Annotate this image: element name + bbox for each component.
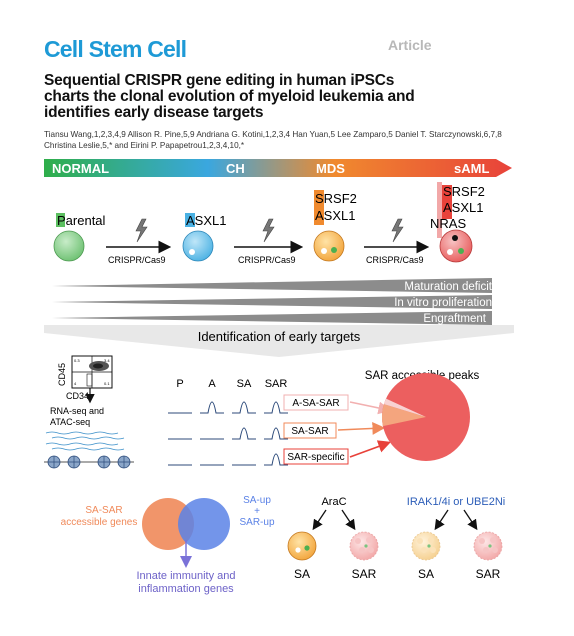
venn-left-label: accessible genes xyxy=(61,517,138,528)
facs-quadrant: 0.1 xyxy=(104,381,110,386)
lightning-icon xyxy=(391,218,404,243)
peak-column-label: SA xyxy=(237,378,252,390)
assay-label: RNA-seq and xyxy=(50,406,104,416)
peak-group-arrow xyxy=(349,401,392,415)
outcome-label: inflammation genes xyxy=(138,583,234,595)
drug-label-irak: IRAK1/4i or UBE2Ni xyxy=(407,496,505,508)
venn-left-label: SA-SAR xyxy=(85,505,122,516)
genotype-saml-1: SRSF2 xyxy=(443,184,485,199)
phenotype-label: In vitro proliferation xyxy=(394,297,492,309)
peak-group-arrow xyxy=(337,422,386,435)
stage-gradient-arrow xyxy=(44,159,512,177)
peak-group-label: A-SA-SAR xyxy=(292,398,339,409)
peak-tracks xyxy=(168,401,288,466)
cell-nucleus xyxy=(331,247,337,253)
cell-nucleus xyxy=(452,235,458,241)
cell-parental xyxy=(53,230,85,262)
phenotype-label: Engraftment xyxy=(423,313,486,325)
drug-label-arac: AraC xyxy=(321,496,346,508)
genotype-highlight-parental xyxy=(56,213,65,227)
treatment-arrow xyxy=(312,509,327,531)
genotype-mds-1: SRSF2 xyxy=(315,191,357,206)
venn-right-label: SA-up xyxy=(243,495,271,506)
treated-cell-sa-pale xyxy=(411,531,441,561)
peak-group-label: SAR-specific xyxy=(287,452,344,463)
peak-group-label: SA-SAR xyxy=(291,426,328,437)
treated-cell-sa xyxy=(287,531,317,561)
outcome-label: Innate immunity and xyxy=(136,570,235,582)
peak-column-label: P xyxy=(176,378,183,390)
facs-ylabel: CD45 xyxy=(57,363,67,386)
treated-cell-sar-pale xyxy=(473,531,503,561)
venn-circle-sa-sar xyxy=(142,498,194,550)
genotype-highlight-saml xyxy=(442,185,452,219)
genotype-parental: Parental xyxy=(57,213,106,228)
peak-column-label: A xyxy=(208,378,216,390)
stage-label-normal: NORMAL xyxy=(52,161,109,176)
editing-label: CRISPR/Cas9 xyxy=(108,255,166,265)
peak-column-label: SAR xyxy=(265,378,288,390)
genotype-ch: ASXL1 xyxy=(186,213,226,228)
assay-label: ATAC-seq xyxy=(50,417,90,427)
genotype-highlight-mds xyxy=(314,190,324,225)
facs-xlabel: CD34 xyxy=(66,391,89,401)
peak-group-box xyxy=(283,448,349,465)
cell-mds xyxy=(313,230,345,262)
pie-slice-a-sa-sar xyxy=(384,398,426,417)
treated-cell-label: SA xyxy=(418,567,434,581)
genotype-highlight-ch xyxy=(185,213,195,227)
phenotype-wedge-maturation xyxy=(52,278,492,293)
genotype-mds-2: ASXL1 xyxy=(315,208,355,223)
journal-name: Cell Stem Cell xyxy=(44,36,187,62)
peak-group-box xyxy=(283,422,337,439)
venn-right-label: SAR-up xyxy=(239,517,274,528)
cell-ch xyxy=(182,230,214,262)
title-line: charts the clonal evolution of myeloid l… xyxy=(44,88,415,105)
lightning-icon xyxy=(262,218,275,243)
pie-slice-sa-sar xyxy=(381,404,426,427)
cell-nucleus xyxy=(321,248,327,254)
article-type-badge: Article xyxy=(388,37,432,53)
title-line: identifies early disease targets xyxy=(44,104,264,121)
targets-title: Identification of early targets xyxy=(198,329,361,344)
sequencing-reads xyxy=(45,431,125,451)
treatment-arrow xyxy=(434,509,449,531)
cell-nucleus xyxy=(458,248,464,254)
treated-cell-label: SA xyxy=(294,567,310,581)
treated-cell-sar xyxy=(349,531,379,561)
stage-label-ch: CH xyxy=(226,161,245,176)
cell-saml xyxy=(439,229,473,263)
cell-nucleus xyxy=(189,249,195,255)
phenotype-wedge-engraftment xyxy=(52,311,492,325)
peak-group-arrow xyxy=(349,440,392,458)
venn-right-label: + xyxy=(254,506,260,517)
facs-quadrant: 3.4 xyxy=(104,358,110,363)
author-line: Christina Leslie,5,* and Eirini P. Papap… xyxy=(44,141,245,150)
facs-quadrant: 0.3 xyxy=(74,358,80,363)
phenotype-label: Maturation deficit xyxy=(404,281,492,293)
title-line: Sequential CRISPR gene editing in human … xyxy=(44,72,395,89)
facs-quadrant: 4 xyxy=(74,381,77,386)
treatment-arrow xyxy=(463,509,478,531)
author-line: Tiansu Wang,1,2,3,4,9 Allison R. Pine,5,… xyxy=(44,130,502,139)
treated-cell-label: SAR xyxy=(352,567,377,581)
stage-label-mds: MDS xyxy=(316,161,345,176)
genotype-bar-saml xyxy=(437,182,442,238)
treatment-arrow xyxy=(341,509,356,531)
treated-cell-label: SAR xyxy=(476,567,501,581)
editing-label: CRISPR/Cas9 xyxy=(238,255,296,265)
targets-chevron xyxy=(44,325,514,357)
cell-nucleus xyxy=(447,249,453,255)
article-title: Sequential CRISPR gene editing in human … xyxy=(44,73,514,121)
peak-group-box xyxy=(283,394,349,411)
editing-label: CRISPR/Cas9 xyxy=(366,255,424,265)
graphical-abstract: NORMAL CH MDS sAML Parental ASXL1 SRSF2 … xyxy=(44,159,514,595)
genotype-saml-3: NRAS xyxy=(430,216,466,231)
stage-label-saml: sAML xyxy=(454,161,489,176)
venn-circle-up xyxy=(178,498,230,550)
lightning-icon xyxy=(135,218,148,243)
phenotype-wedge-proliferation xyxy=(52,295,492,309)
genotype-saml-2: ASXL1 xyxy=(443,200,483,215)
author-list: Tiansu Wang,1,2,3,4,9 Allison R. Pine,5,… xyxy=(44,129,524,151)
